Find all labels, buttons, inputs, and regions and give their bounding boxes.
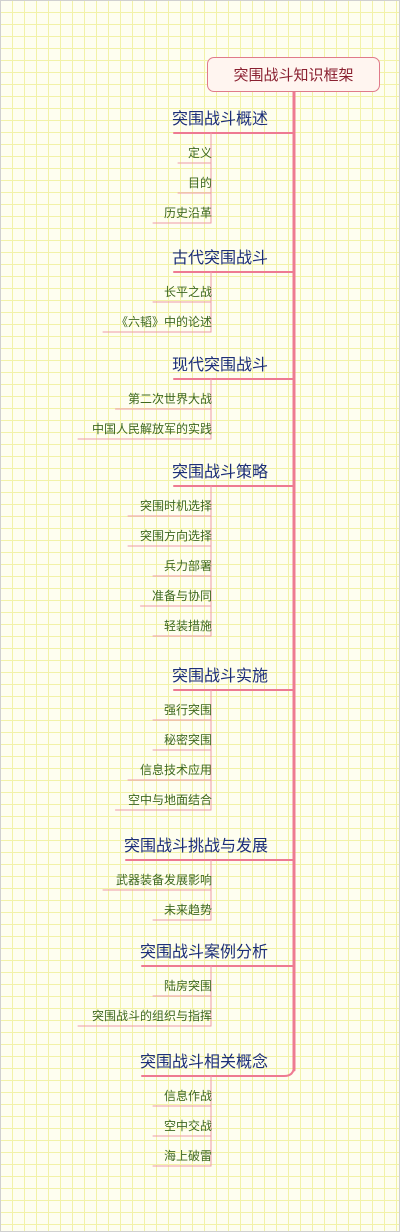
- leaf-topic[interactable]: 空中交战: [163, 1119, 212, 1133]
- leaf-topic[interactable]: 突围战斗的组织与指挥: [91, 1009, 212, 1023]
- branch-topic[interactable]: 突围战斗相关概念: [139, 1052, 268, 1071]
- leaf-topic[interactable]: 长平之战: [163, 285, 212, 299]
- leaf-topic[interactable]: 准备与协同: [151, 589, 212, 603]
- leaf-topic[interactable]: 定义: [187, 146, 212, 160]
- branch-topic[interactable]: 古代突围战斗: [171, 248, 268, 267]
- branch-topic[interactable]: 突围战斗实施: [171, 666, 268, 685]
- leaf-topic[interactable]: 陆房突围: [163, 979, 212, 993]
- leaf-topic[interactable]: 轻装措施: [163, 619, 212, 633]
- leaf-topic[interactable]: 兵力部署: [163, 559, 212, 573]
- leaf-topic[interactable]: 空中与地面结合: [127, 793, 212, 807]
- branch-topic[interactable]: 突围战斗概述: [171, 109, 268, 128]
- leaf-topic[interactable]: 强行突围: [163, 703, 212, 717]
- leaf-topic[interactable]: 《六韬》中的论述: [115, 315, 212, 329]
- leaf-topic[interactable]: 目的: [187, 176, 212, 190]
- branch-topic[interactable]: 突围战斗挑战与发展: [123, 836, 268, 855]
- leaf-topic[interactable]: 突围时机选择: [139, 499, 212, 513]
- leaf-topic[interactable]: 秘密突围: [163, 733, 212, 747]
- branch-topic[interactable]: 现代突围战斗: [171, 355, 268, 374]
- leaf-topic[interactable]: 突围方向选择: [139, 529, 212, 543]
- branch-topic[interactable]: 突围战斗案例分析: [139, 942, 268, 961]
- leaf-topic[interactable]: 海上破雷: [163, 1149, 212, 1163]
- leaf-topic[interactable]: 信息作战: [163, 1089, 212, 1103]
- leaf-topic[interactable]: 第二次世界大战: [127, 392, 212, 406]
- leaf-topic[interactable]: 武器装备发展影响: [115, 873, 212, 887]
- branch-topic[interactable]: 突围战斗策略: [171, 462, 268, 481]
- leaf-topic[interactable]: 信息技术应用: [139, 763, 212, 777]
- leaf-topic[interactable]: 中国人民解放军的实践: [91, 422, 212, 436]
- leaf-topic[interactable]: 未来趋势: [163, 903, 212, 917]
- branch-underline: [141, 1065, 295, 1077]
- leaf-topic[interactable]: 历史沿革: [163, 206, 212, 220]
- root-topic[interactable]: 突围战斗知识框架: [207, 57, 380, 92]
